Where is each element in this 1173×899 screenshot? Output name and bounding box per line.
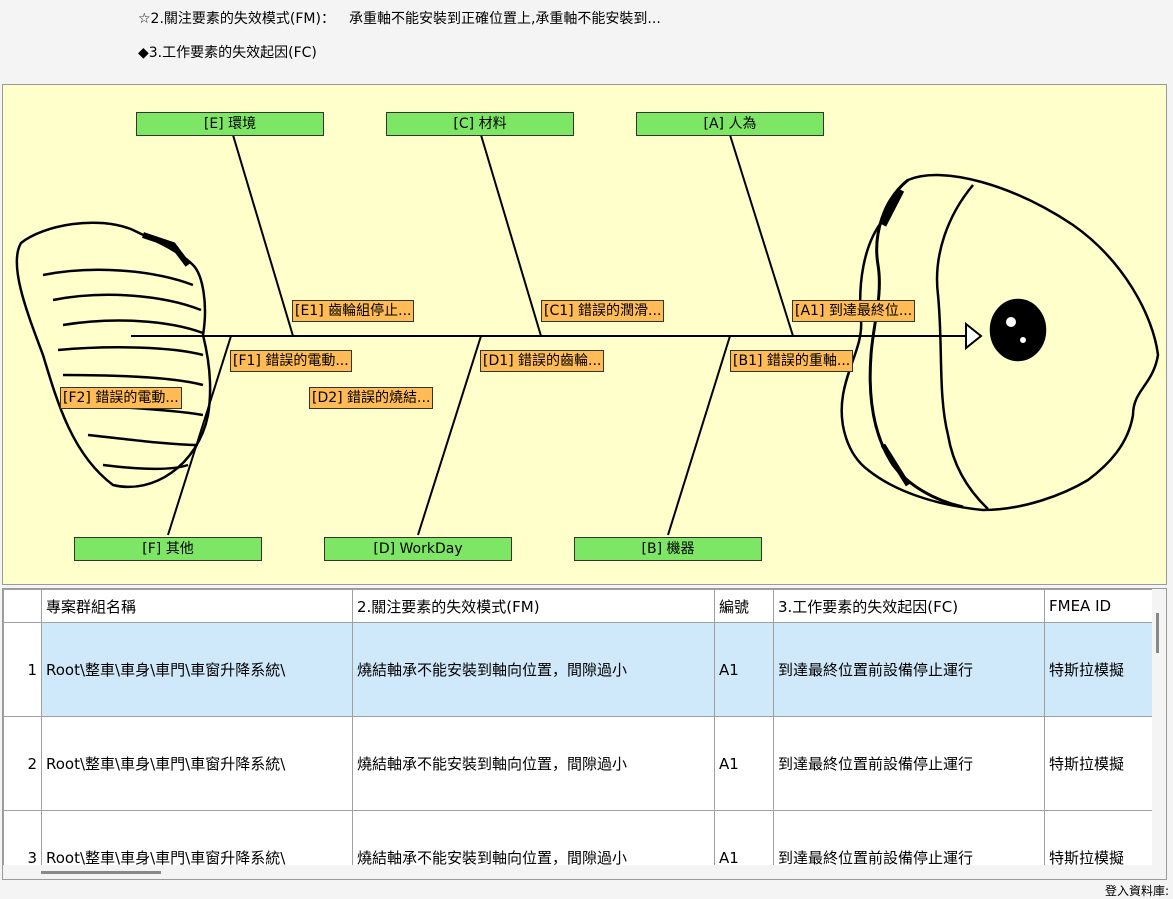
column-header-fm[interactable]: 2.關注要素的失效模式(FM) bbox=[352, 589, 715, 623]
vertical-scrollbar[interactable] bbox=[1152, 589, 1166, 879]
failure-mode-line: ☆2.關注要素的失效模式(FM)： 承重軸不能安裝到正確位置上,承重軸不能安裝到.… bbox=[138, 8, 661, 28]
data-table: 專案群組名稱 2.關注要素的失效模式(FM) 編號 3.工作要素的失效起因(FC… bbox=[3, 589, 1155, 879]
bone-b bbox=[667, 335, 731, 536]
table-header-row: 專案群組名稱 2.關注要素的失效模式(FM) 編號 3.工作要素的失效起因(FC… bbox=[3, 589, 1155, 623]
horizontal-scrollbar[interactable] bbox=[3, 865, 1152, 879]
status-text: 登入資料庫: bbox=[1104, 884, 1169, 898]
column-header-fmea-id[interactable]: FMEA ID bbox=[1044, 589, 1155, 623]
column-header-rownum[interactable] bbox=[3, 589, 42, 623]
bone-f bbox=[167, 335, 232, 536]
column-header-group[interactable]: 專案群組名稱 bbox=[41, 589, 353, 623]
failure-cause-line: ◆3.工作要素的失效起因(FC) bbox=[138, 42, 317, 62]
cell-fc[interactable]: 到達最終位置前設備停止運行 bbox=[773, 716, 1045, 811]
spine-arrow-icon bbox=[965, 321, 983, 351]
cause-f2[interactable]: [F2] 錯誤的電動... bbox=[60, 387, 182, 409]
cell-fmea-id[interactable]: 特斯拉模擬 bbox=[1044, 716, 1155, 811]
cause-a1[interactable]: [A1] 到達最終位... bbox=[792, 300, 916, 322]
category-e[interactable]: [E] 環境 bbox=[136, 112, 324, 136]
horizontal-scroll-thumb[interactable] bbox=[41, 871, 161, 874]
cell-id[interactable]: A1 bbox=[714, 716, 774, 811]
bone-c bbox=[480, 134, 542, 337]
cause-d2[interactable]: [D2] 錯誤的燒結... bbox=[309, 387, 434, 409]
status-bar: 登入資料庫: bbox=[0, 880, 1173, 898]
fishbone-diagram: [E] 環境 [C] 材料 [A] 人為 [F] 其他 [D] WorkDay … bbox=[2, 84, 1167, 585]
cause-b1[interactable]: [B1] 錯誤的重軸... bbox=[730, 350, 854, 372]
cause-d1[interactable]: [D1] 錯誤的齒輪... bbox=[480, 350, 605, 372]
fishbone-drawing bbox=[15, 134, 1160, 536]
column-header-fc[interactable]: 3.工作要素的失效起因(FC) bbox=[773, 589, 1045, 623]
cell-fm[interactable]: 燒結軸承不能安裝到軸向位置，間隙過小 bbox=[352, 716, 715, 811]
cause-c1[interactable]: [C1] 錯誤的潤滑... bbox=[541, 300, 665, 322]
cause-e1[interactable]: [E1] 齒輪組停止... bbox=[292, 300, 415, 322]
failure-mode-value: 承重軸不能安裝到正確位置上,承重軸不能安裝到... bbox=[348, 11, 661, 27]
bone-e bbox=[232, 134, 294, 337]
cell-id[interactable]: A1 bbox=[714, 622, 774, 717]
fish-head-icon bbox=[840, 173, 1160, 512]
failure-cause-label: ◆3.工作要素的失效起因(FC) bbox=[138, 45, 317, 61]
vertical-scroll-thumb[interactable] bbox=[1156, 613, 1159, 653]
bone-a bbox=[729, 134, 794, 337]
cell-group[interactable]: Root\整車\車身\車門\車窗升降系統\ bbox=[41, 716, 353, 811]
category-c[interactable]: [C] 材料 bbox=[386, 112, 574, 136]
fish-tail-icon bbox=[15, 221, 212, 489]
column-header-id[interactable]: 編號 bbox=[714, 589, 774, 623]
cell-fc[interactable]: 到達最終位置前設備停止運行 bbox=[773, 622, 1045, 717]
cause-f1[interactable]: [F1] 錯誤的電動... bbox=[230, 350, 352, 372]
table-row[interactable]: 1 Root\整車\車身\車門\車窗升降系統\ 燒結軸承不能安裝到軸向位置，間隙… bbox=[3, 622, 1155, 717]
table-row[interactable]: 2 Root\整車\車身\車門\車窗升降系統\ 燒結軸承不能安裝到軸向位置，間隙… bbox=[3, 716, 1155, 811]
cell-fm[interactable]: 燒結軸承不能安裝到軸向位置，間隙過小 bbox=[352, 622, 715, 717]
failure-mode-label: ☆2.關注要素的失效模式(FM)： bbox=[138, 11, 335, 27]
category-b[interactable]: [B] 機器 bbox=[574, 537, 762, 561]
category-f[interactable]: [F] 其他 bbox=[74, 537, 262, 561]
data-grid[interactable]: 專案群組名稱 2.關注要素的失效模式(FM) 編號 3.工作要素的失效起因(FC… bbox=[2, 588, 1167, 880]
category-a[interactable]: [A] 人為 bbox=[636, 112, 824, 136]
cell-group[interactable]: Root\整車\車身\車門\車窗升降系統\ bbox=[41, 622, 353, 717]
row-number: 2 bbox=[3, 716, 42, 811]
category-d[interactable]: [D] WorkDay bbox=[324, 537, 512, 561]
row-number: 1 bbox=[3, 622, 42, 717]
bone-d bbox=[417, 335, 482, 536]
header-panel: ☆2.關注要素的失效模式(FM)： 承重軸不能安裝到正確位置上,承重軸不能安裝到.… bbox=[0, 0, 1173, 80]
cell-fmea-id[interactable]: 特斯拉模擬 bbox=[1044, 622, 1155, 717]
